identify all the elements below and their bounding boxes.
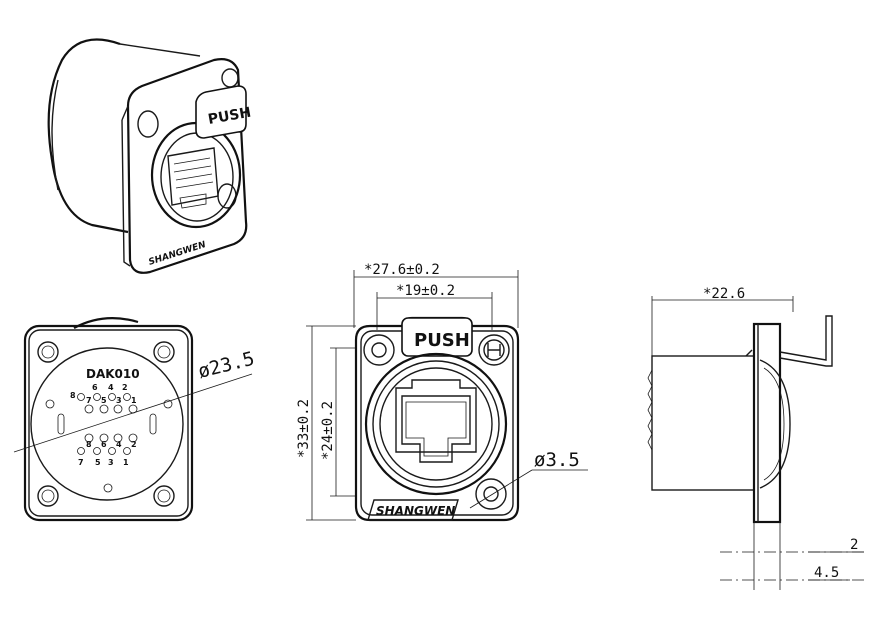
side-flange <box>752 322 782 524</box>
front-latch-icon <box>478 334 510 366</box>
front-width-inner-dim: *19±0.2 <box>396 283 455 299</box>
back-body-circle <box>30 347 184 501</box>
side-depth-dim: *22.6 <box>703 286 745 302</box>
side-body <box>651 355 755 491</box>
back-pin-labels-row3: 8 6 4 2 <box>86 440 137 449</box>
front-width-outer-dim: *27.6±0.2 <box>364 262 440 278</box>
back-model-label: DAK010 <box>86 367 140 381</box>
back-hole-bl <box>37 485 59 507</box>
side-flange-dim: 2 <box>850 537 858 553</box>
back-pin-labels-bottom: 7 5 1 <box>78 458 129 467</box>
iso-push-tab <box>195 85 247 139</box>
iso-flange <box>126 58 248 274</box>
front-push-label: PUSH <box>414 330 470 351</box>
front-ring-outer <box>364 352 508 496</box>
front-hole-br <box>475 478 507 510</box>
front-view: *27.6±0.2 *19±0.2 *33±0.2 *24±0.2 PUSH <box>296 262 588 522</box>
side-view: *22.6 2 4.5 <box>647 286 864 590</box>
iso-rj45-port <box>167 147 219 206</box>
back-pin-extra-left: 8 <box>70 391 76 400</box>
front-brand-label: SHANGWEN <box>376 504 455 518</box>
iso-push-label: PUSH <box>207 105 253 128</box>
back-pin-labels-row2: 7 5 3 1 <box>86 396 137 405</box>
front-hole-tl <box>363 334 395 366</box>
side-pin-dim: 4.5 <box>814 565 839 581</box>
side-cap <box>759 359 791 489</box>
front-hole-dim: ø3.5 <box>534 449 580 471</box>
back-view: ø23.5 DAK010 6 4 2 <box>13 317 257 522</box>
back-pin-extra-right: 3 <box>108 458 114 467</box>
front-push-tab <box>401 317 473 357</box>
back-hole-br <box>153 485 175 507</box>
back-pin-labels-top: 6 4 2 <box>92 383 128 392</box>
back-diameter-dim: ø23.5 <box>196 348 257 383</box>
back-flange <box>23 324 194 522</box>
front-brand-strip <box>367 499 459 521</box>
iso-mount-hole-tl <box>137 110 159 138</box>
back-pins-bottom <box>77 433 138 455</box>
back-hole-tr <box>153 341 175 363</box>
front-height-outer-dim: *33±0.2 <box>296 399 312 458</box>
iso-latch-icon <box>221 68 239 88</box>
front-height-inner-dim: *24±0.2 <box>320 401 336 460</box>
back-hole-tl <box>37 341 59 363</box>
back-pins-top <box>77 393 138 414</box>
side-pin <box>779 315 833 367</box>
isometric-view: PUSH SHANGWEN <box>47 38 253 274</box>
front-rj45-socket <box>395 379 477 453</box>
